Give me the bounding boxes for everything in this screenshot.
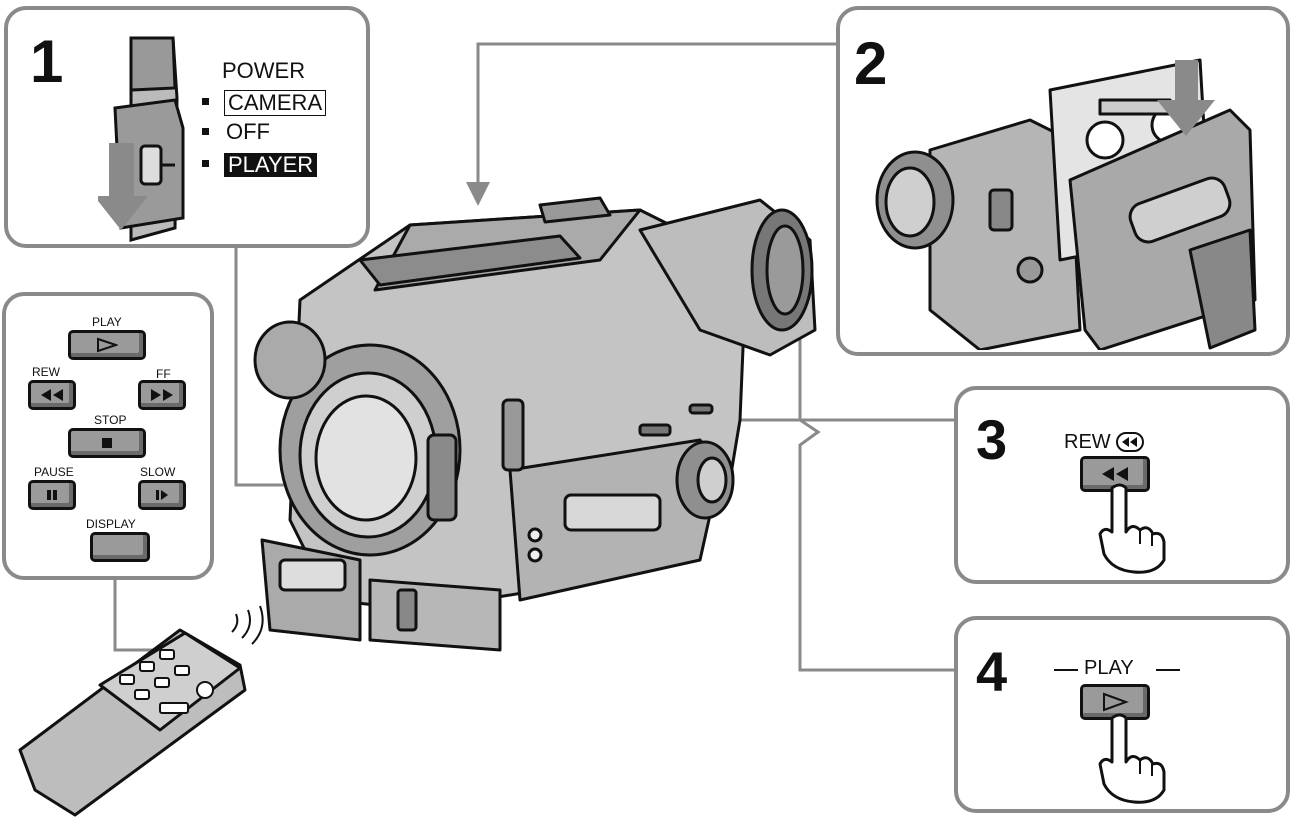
cassette-insertion-graphic — [875, 58, 1257, 350]
divider — [1156, 669, 1180, 671]
step-4-panel: 4 PLAY — [954, 616, 1290, 813]
remote-display-label: DISPLAY — [86, 517, 136, 531]
camcorder-icon — [253, 196, 817, 652]
remote-ff-label: FF — [156, 367, 171, 381]
remote-display-button[interactable] — [90, 532, 150, 562]
step4-play-button[interactable] — [1080, 684, 1150, 720]
arrow-down-icon — [1157, 60, 1215, 136]
step3-rew-label: REW — [1064, 431, 1111, 453]
remote-pause-label: PAUSE — [34, 465, 74, 479]
remote-play-button[interactable] — [68, 330, 146, 360]
signal-waves-icon — [231, 605, 264, 645]
rewind-icon — [1102, 467, 1128, 481]
pause-icon — [47, 490, 57, 500]
remote-slow-label: SLOW — [140, 465, 176, 479]
step-2-panel: 2 — [836, 6, 1290, 356]
remote-stop-label: STOP — [94, 413, 127, 427]
fast-forward-icon — [151, 389, 173, 401]
play-icon — [97, 337, 118, 353]
bullet-icon — [202, 160, 209, 167]
hand-icon — [1098, 713, 1166, 804]
remote-fast-forward-button[interactable] — [138, 380, 186, 410]
step-1-panel: 1 POWER CAMERA OFF PLAYER — [4, 6, 370, 248]
remote-rew-label: REW — [32, 365, 60, 379]
step-number: 1 — [30, 28, 64, 95]
remote-play-label: PLAY — [92, 315, 122, 329]
step4-play-label: PLAY — [1084, 657, 1134, 679]
remote-buttons-panel: PLAY REW FF STOP PAUSE SLOW DISPLAY — [2, 292, 214, 580]
power-title: POWER — [222, 58, 306, 83]
step-3-panel: 3 REW — [954, 386, 1290, 584]
step3-rewind-button[interactable] — [1080, 456, 1150, 492]
power-option-off: OFF — [226, 119, 270, 144]
rewind-icon — [41, 389, 63, 401]
arrow-down-icon — [98, 143, 148, 230]
bullet-icon — [202, 98, 209, 105]
remote-pause-button[interactable] — [28, 480, 76, 510]
hand-icon — [1098, 483, 1166, 574]
bullet-icon — [202, 128, 209, 135]
connector-step2 — [476, 42, 838, 185]
remote-slow-button[interactable] — [138, 480, 186, 510]
remote-rewind-button[interactable] — [28, 380, 76, 410]
arrow-down-icon — [466, 182, 490, 206]
step-number: 3 — [976, 408, 1008, 471]
step-number: 2 — [854, 30, 888, 97]
power-option-camera: CAMERA — [224, 90, 327, 116]
rewind-icon — [1116, 432, 1144, 452]
step-number: 4 — [976, 640, 1008, 703]
power-option-player: PLAYER — [224, 153, 318, 177]
remote-control-icon — [18, 628, 247, 817]
divider — [1054, 669, 1078, 671]
remote-stop-button[interactable] — [68, 428, 146, 458]
stop-icon — [102, 438, 112, 448]
slow-icon — [156, 490, 168, 500]
play-icon — [1103, 692, 1129, 712]
